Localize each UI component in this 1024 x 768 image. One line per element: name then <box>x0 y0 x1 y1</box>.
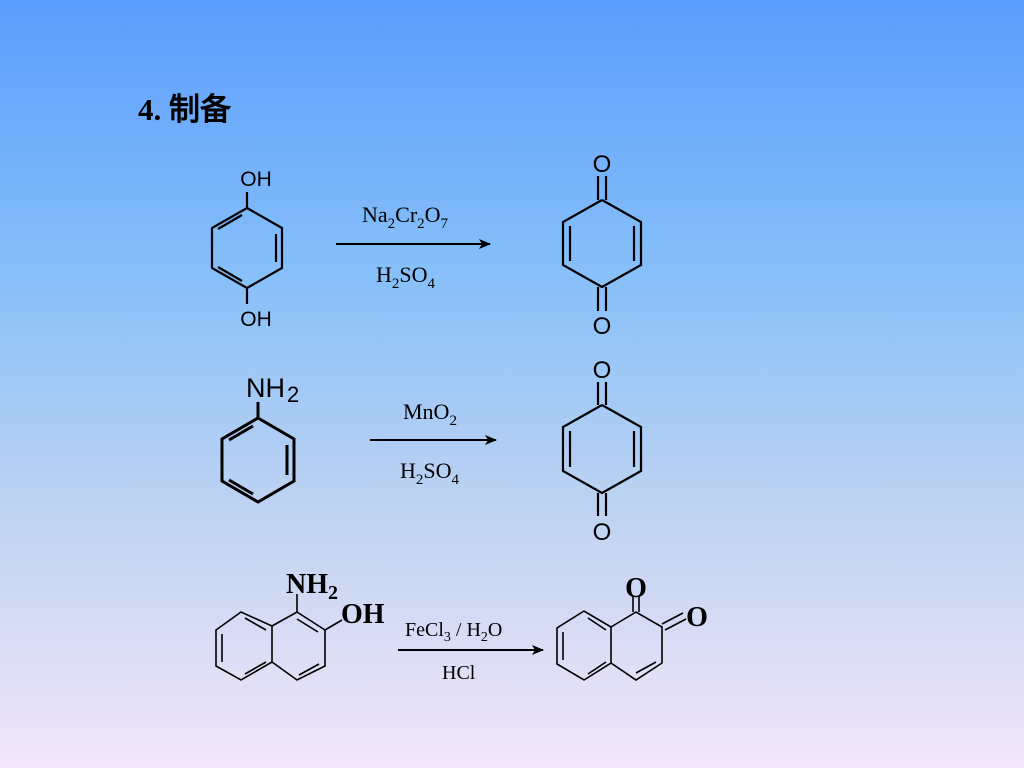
reagent-dichromate: Na2Cr2O7 <box>362 202 449 232</box>
product-3-carbonyl-o2: O <box>686 602 708 633</box>
reagent-sulfuric-acid-2: H2SO4 <box>400 458 460 488</box>
reaction-3: NH2 OH FeCl3 / H2O HCl <box>215 569 708 684</box>
reaction-1: OH OH Na2Cr2O7 H2SO4 O O <box>210 151 643 340</box>
hydroquinone-structure <box>210 192 284 304</box>
reagent-sulfuric-acid-1: H2SO4 <box>376 262 436 292</box>
reactant-bottom-oh-label: OH <box>240 308 272 331</box>
product-2-top-o: O <box>593 357 612 384</box>
amine-group-label: NH2 <box>246 373 299 407</box>
reaction-2: NH2 MnO2 H2SO4 O <box>220 357 643 546</box>
benzoquinone-structure-2 <box>561 382 643 516</box>
product-3-carbonyl-o1: O <box>625 573 647 604</box>
aniline-structure <box>220 402 296 504</box>
reactant-top-oh-label: OH <box>240 168 272 191</box>
aminonaphthol-structure <box>215 594 343 681</box>
benzoquinone-structure-1 <box>561 176 643 311</box>
hydroxy-group-label: OH <box>341 599 385 630</box>
product-1-bottom-o: O <box>593 313 612 340</box>
reagent-hydrochloric-acid: HCl <box>442 662 476 684</box>
reagent-manganese-dioxide: MnO2 <box>403 399 457 429</box>
amino-group-label: NH2 <box>286 569 338 604</box>
reagent-ferric-chloride: FeCl3 / H2O <box>405 619 502 645</box>
slide-title: 4. 制备 <box>138 92 231 127</box>
naphthoquinone-structure <box>556 596 687 681</box>
product-1-top-o: O <box>593 151 612 178</box>
product-2-bottom-o: O <box>593 519 612 546</box>
